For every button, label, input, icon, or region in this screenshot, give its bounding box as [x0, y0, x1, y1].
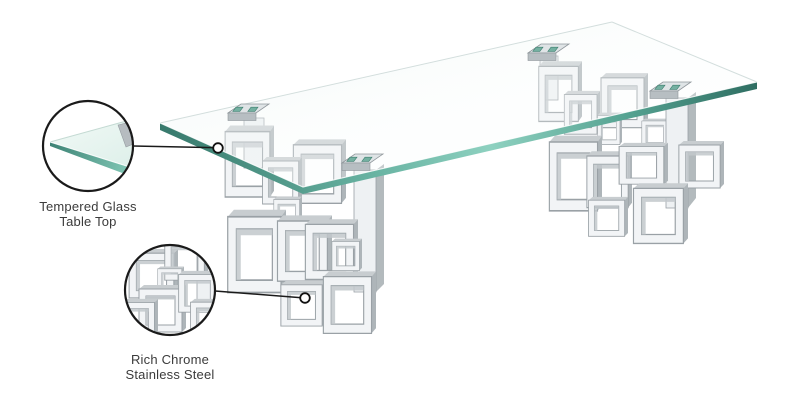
callout-chrome-marker-dot	[299, 292, 311, 304]
glass-front-edge	[303, 82, 757, 194]
label-rich-chrome-line1: Rich Chrome	[131, 352, 209, 367]
glass-front-edge	[160, 123, 303, 194]
callout-chrome-line	[214, 290, 301, 299]
callout-glass-zoom-content	[49, 119, 133, 177]
glass-table-top	[159, 21, 758, 194]
callout-glass: Tempered Glass Table Top	[39, 99, 224, 229]
label-tempered-glass-line1: Tempered Glass	[39, 199, 137, 214]
label-tempered-glass-line2: Table Top	[59, 214, 116, 229]
callout-chrome-circle	[123, 243, 217, 337]
label-rich-chrome-line2: Stainless Steel	[126, 367, 215, 382]
callout-glass-line	[132, 145, 214, 149]
callout-glass-circle	[41, 99, 135, 193]
callout-glass-marker-dot	[212, 142, 224, 154]
callout-chrome: Rich Chrome Stainless Steel	[123, 243, 311, 382]
callout-chrome-zoom-content	[125, 245, 215, 335]
